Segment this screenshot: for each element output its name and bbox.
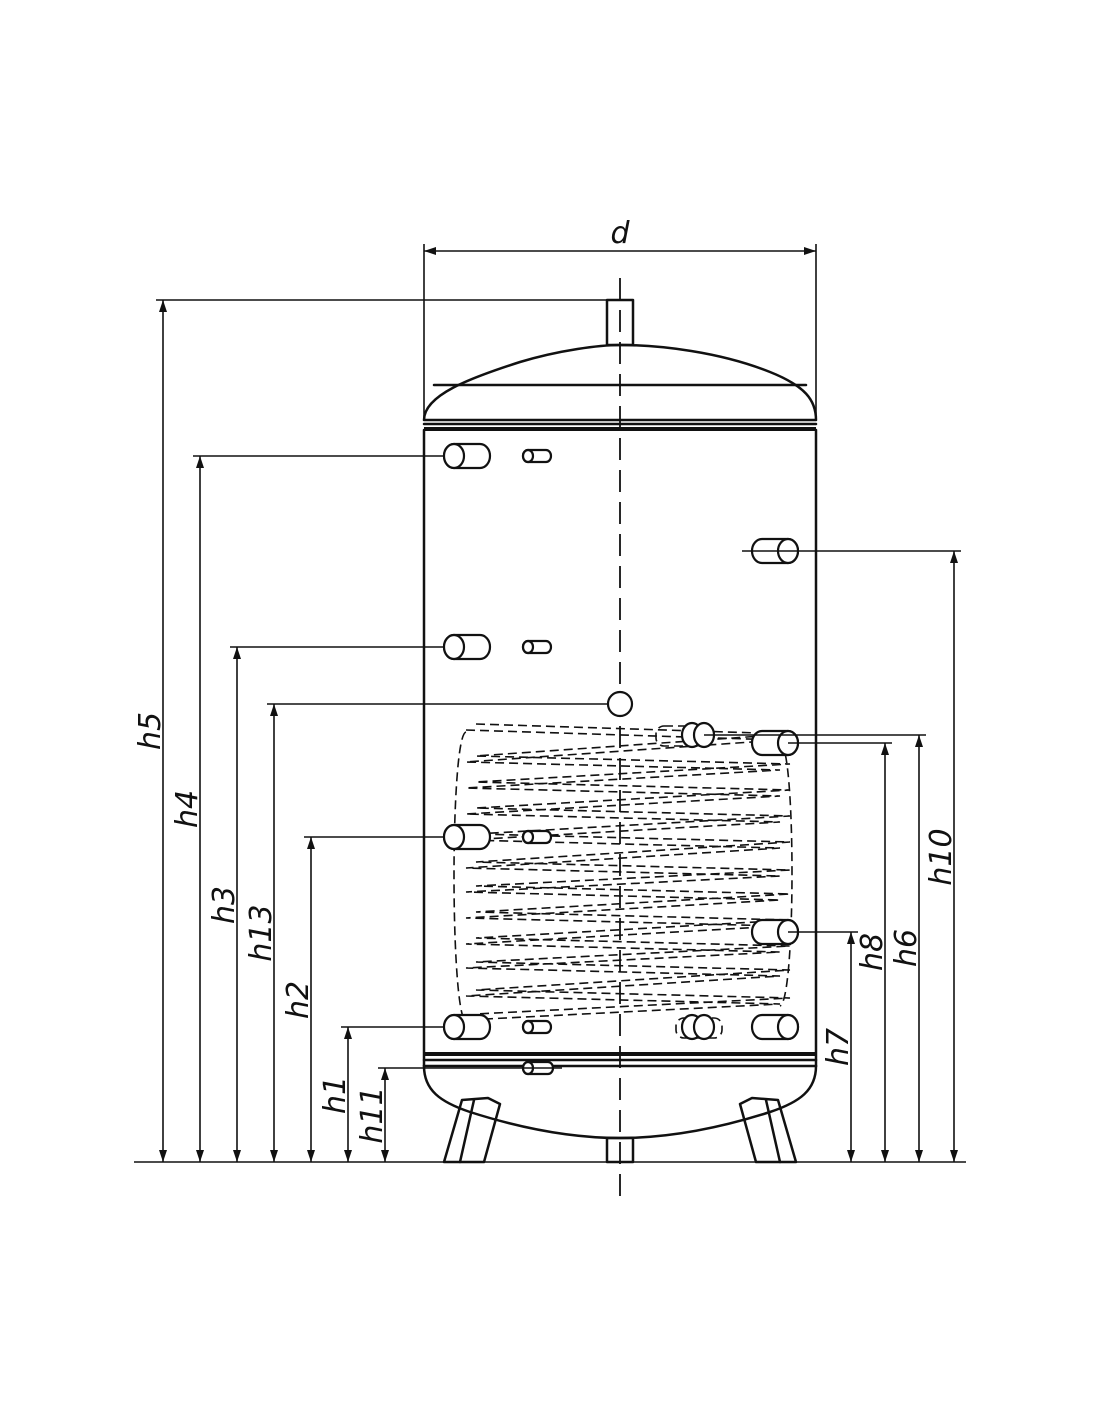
label-h4: h4	[170, 790, 205, 828]
label-h6: h6	[889, 929, 924, 967]
coil-back	[475, 723, 791, 1015]
dimension-h1: h1	[318, 1026, 444, 1162]
pipe-small-h1-face	[521, 1019, 535, 1035]
coil-right-wall	[779, 741, 793, 1007]
h11-arrow-bottom	[381, 1150, 389, 1162]
coil-front	[465, 729, 781, 1021]
h5-arrow-bottom	[159, 1150, 167, 1162]
label-h8: h8	[855, 933, 890, 971]
label-h3: h3	[207, 886, 242, 924]
dimension-h7: h7	[788, 931, 858, 1162]
h10-arrow-top	[950, 551, 958, 563]
h6-arrow-bottom	[915, 1150, 923, 1162]
h13-arrow-top	[270, 704, 278, 716]
coil-left-wall	[453, 731, 467, 1023]
dimension-h8: h8	[788, 742, 892, 1162]
leg-left-edge	[458, 1098, 476, 1164]
h1-arrow-bottom	[344, 1150, 352, 1162]
connection-h3	[442, 633, 553, 661]
h7-arrow-bottom	[847, 1150, 855, 1162]
pipe-large-h3-face	[442, 633, 466, 661]
label-h7: h7	[821, 1028, 856, 1066]
h6-arrow-top	[915, 735, 923, 747]
label-h11: h11	[355, 1086, 390, 1143]
h11-arrow-top	[381, 1068, 389, 1080]
connection-h4	[442, 442, 553, 470]
tank-legs	[442, 1096, 798, 1164]
label-h10: h10	[924, 828, 959, 885]
h4-arrow-top	[196, 456, 204, 468]
pipe-small-h3-face	[521, 639, 535, 655]
dimension-h4: h4	[170, 455, 444, 1162]
d-arrow-left	[424, 247, 436, 255]
h8-arrow-top	[881, 743, 889, 755]
connection-bottom-right	[680, 1013, 800, 1041]
h13-arrow-bottom	[270, 1150, 278, 1162]
dimension-h3: h3	[207, 646, 444, 1162]
pipe-large-bottom-right-face	[776, 1013, 800, 1041]
label-h13: h13	[244, 904, 279, 961]
label-h1: h1	[318, 1076, 353, 1114]
h7-arrow-top	[847, 932, 855, 944]
pipe-large-h2-face	[442, 823, 466, 851]
dimension-h2: h2	[281, 836, 444, 1162]
dimension-h5: h5	[133, 299, 607, 1162]
pipe-small-h2-face	[521, 829, 535, 845]
center-port-h13	[606, 690, 634, 718]
connection-h2	[442, 823, 553, 851]
dimension-h13: h13	[244, 703, 608, 1162]
coil-outlet-front	[692, 1013, 716, 1041]
pipe-connections	[442, 442, 800, 1076]
dimension-h11: h11	[355, 1067, 562, 1162]
dimension-d: d	[423, 216, 817, 420]
h8-arrow-bottom	[881, 1150, 889, 1162]
h5-arrow-top	[159, 300, 167, 312]
h3-arrow-bottom	[233, 1150, 241, 1162]
leg-right-edge	[764, 1098, 782, 1164]
h4-arrow-bottom	[196, 1150, 204, 1162]
h1-arrow-top	[344, 1027, 352, 1039]
h3-arrow-top	[233, 647, 241, 659]
dimension-h10: h10	[742, 550, 961, 1162]
d-arrow-right	[804, 247, 816, 255]
h10-arrow-bottom	[950, 1150, 958, 1162]
connection-h1	[442, 1013, 553, 1041]
label-h5: h5	[133, 712, 168, 750]
pipe-small-h4-face	[521, 448, 535, 464]
label-h2: h2	[281, 981, 316, 1019]
leg-left	[442, 1096, 502, 1164]
h2-arrow-top	[307, 837, 315, 849]
pipe-large-h4-face	[442, 442, 466, 470]
pipe-large-h1-face	[442, 1013, 466, 1041]
heat-exchanger-coil	[453, 723, 793, 1039]
dimension-h6: h6	[704, 734, 926, 1162]
h2-arrow-bottom	[307, 1150, 315, 1162]
leg-right	[738, 1096, 798, 1164]
label-d: d	[610, 216, 630, 251]
